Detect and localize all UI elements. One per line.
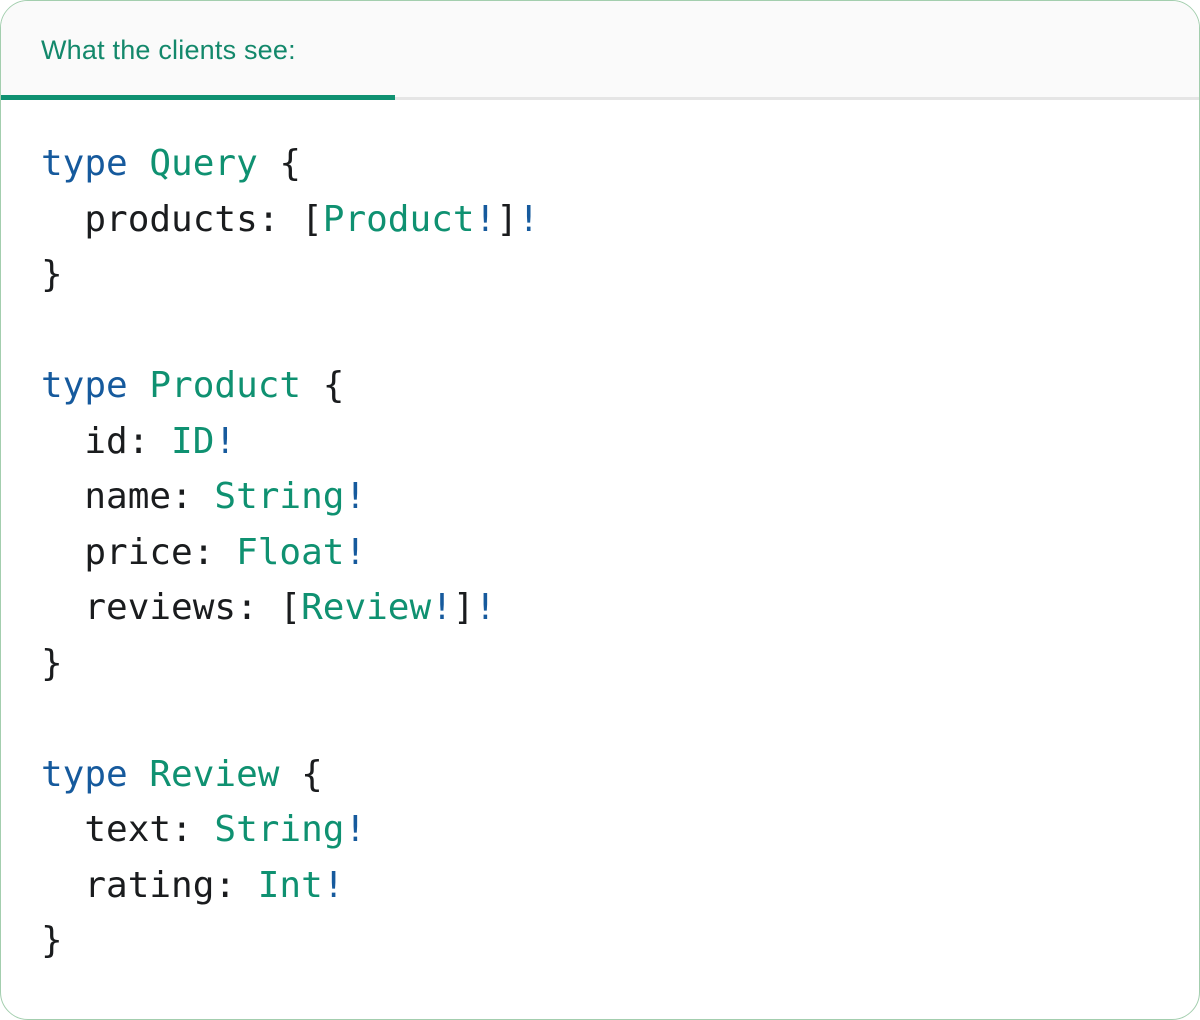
code-token: }: [41, 920, 63, 961]
code-token: Review: [149, 753, 280, 795]
code-token: id:: [41, 420, 172, 462]
code-token: !: [344, 809, 367, 850]
code-token: [: [279, 587, 302, 628]
code-token: type: [41, 143, 150, 184]
code-token: reviews:: [41, 587, 280, 628]
code-line: }: [41, 913, 1199, 969]
code-token: price:: [41, 531, 237, 573]
code-line: [41, 691, 1199, 747]
code-token: Int: [257, 864, 323, 906]
code-line: type Query {: [41, 136, 1199, 192]
tab-bar: What the clients see:: [1, 1, 1199, 100]
code-token: Query: [149, 143, 258, 184]
code-token: String: [214, 476, 345, 517]
code-token: {: [279, 753, 323, 795]
code-token: Product: [322, 198, 475, 240]
code-token: ]: [452, 587, 475, 628]
code-token: !: [431, 587, 453, 628]
code-token: !: [344, 476, 367, 517]
code-token: !: [474, 587, 497, 628]
code-line: }: [41, 247, 1199, 303]
code-token: !: [322, 864, 345, 906]
code-line: price: Float!: [41, 525, 1199, 581]
code-token: ID: [171, 420, 215, 462]
code-line: [41, 303, 1199, 359]
code-token: !: [517, 198, 540, 240]
code-token: {: [257, 143, 302, 184]
code-line: }: [41, 636, 1199, 692]
code-line: products: [Product!]!: [41, 192, 1199, 248]
code-block: type Query { products: [Product!]!} type…: [1, 100, 1199, 969]
code-token: Review: [301, 587, 432, 628]
code-token: Product: [149, 365, 302, 406]
tab-label: What the clients see:: [41, 35, 296, 65]
code-token: }: [41, 642, 63, 684]
code-token: !: [344, 531, 367, 573]
code-line: rating: Int!: [41, 858, 1199, 914]
code-token: Float: [236, 531, 345, 573]
code-token: [: [301, 198, 323, 240]
code-token: {: [301, 365, 345, 406]
code-token: }: [41, 254, 63, 295]
code-line: type Product {: [41, 358, 1199, 414]
code-token: type: [41, 365, 150, 406]
code-line: type Review {: [41, 747, 1199, 803]
code-line: name: String!: [41, 469, 1199, 525]
code-token: ]: [496, 198, 518, 240]
code-line: reviews: [Review!]!: [41, 580, 1199, 636]
code-token: name:: [41, 476, 215, 517]
code-token: text:: [41, 809, 215, 850]
code-token: products:: [41, 198, 302, 240]
code-line: id: ID!: [41, 414, 1199, 470]
code-token: !: [474, 198, 497, 240]
code-token: rating:: [41, 864, 258, 906]
code-token: String: [214, 809, 345, 850]
code-token: !: [214, 420, 237, 462]
code-line: text: String!: [41, 802, 1199, 858]
tab-what-clients-see[interactable]: What the clients see:: [1, 1, 395, 100]
code-token: type: [41, 753, 150, 795]
